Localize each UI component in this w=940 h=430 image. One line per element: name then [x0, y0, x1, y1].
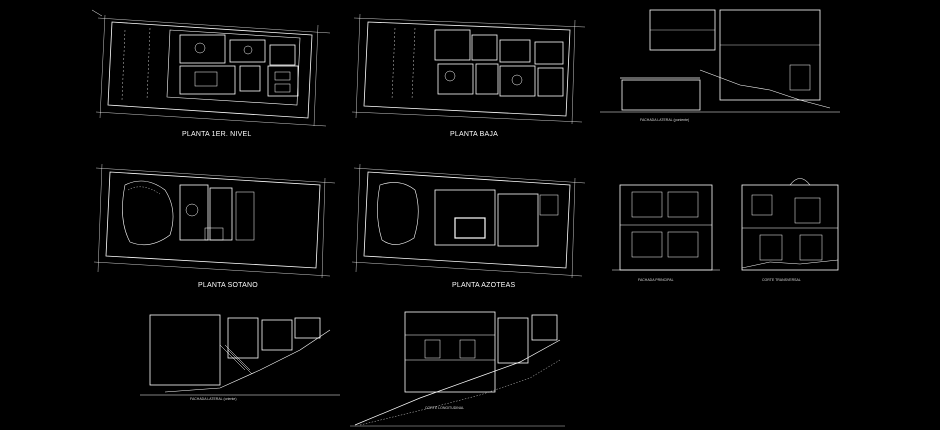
section-fachada-lateral-top: [600, 9, 840, 113]
plan-planta-azoteas: [351, 163, 586, 279]
section-fachada-principal: [612, 184, 720, 271]
plan-title-planta-baja: PLANTA BAJA: [450, 131, 498, 138]
plan-planta-1er-nivel: [91, 9, 331, 127]
section-fachada-lateral-bottom: [140, 314, 340, 396]
plan-title-planta-azoteas: PLANTA AZOTEAS: [452, 282, 516, 289]
section-corte-transversal: [741, 178, 839, 271]
plan-planta-baja: [351, 13, 586, 125]
section-title-fachada-principal: FACHADA PRINCIPAL: [638, 278, 674, 282]
section-title-corte-longitudinal: CORTE LONGITUDINAL: [425, 406, 465, 410]
section-title-fachada-lateral-bottom: FACHADA LATERAL (oriente): [190, 397, 237, 401]
plan-title-planta-sotano: PLANTA SOTANO: [198, 282, 258, 289]
section-title-fachada-lateral-top: FACHADA LATERAL (poniente): [640, 118, 690, 122]
plan-title-planta-1er-nivel: PLANTA 1ER. NIVEL: [182, 131, 252, 138]
section-corte-longitudinal: [350, 311, 565, 427]
section-title-corte-transversal: CORTE TRANSVERSAL: [762, 278, 801, 282]
plan-planta-sotano: [93, 163, 336, 279]
